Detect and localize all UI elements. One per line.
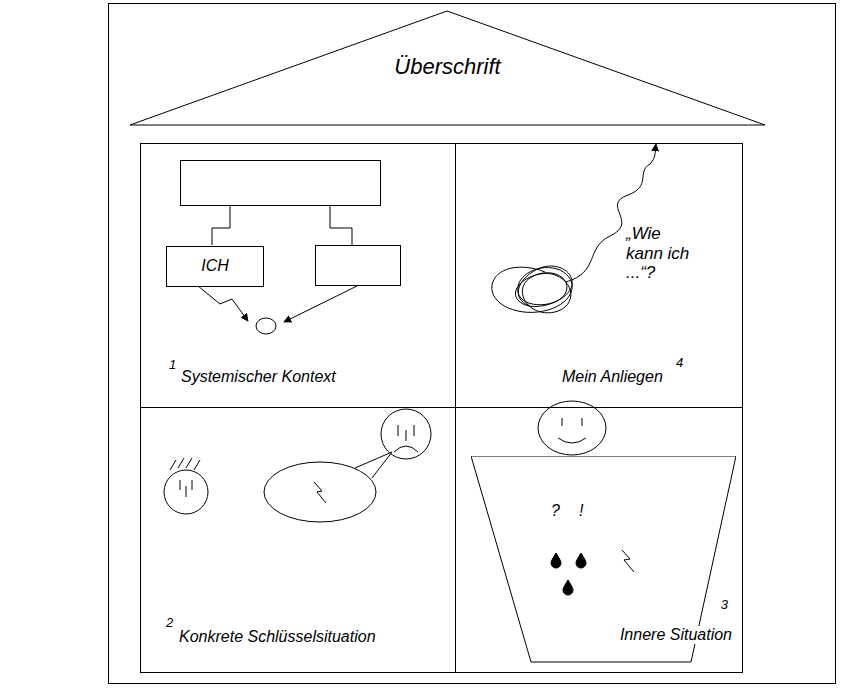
face-features: [558, 418, 586, 443]
inner-figure: [538, 401, 634, 595]
box-label: ICH: [201, 257, 229, 275]
drop: [551, 553, 561, 568]
drop: [563, 580, 573, 595]
outer-frame: [109, 4, 836, 684]
callout-number: 3: [719, 598, 730, 613]
head: [538, 401, 606, 455]
scribble: [492, 266, 572, 313]
sad-face: [381, 409, 431, 459]
key-situation-figure: [164, 409, 431, 522]
quadrant-label: Konkrete Schlüsselsituation: [179, 628, 376, 646]
callout-number: 1: [169, 358, 176, 373]
quadrant-box: „Wie kann ich ...“? Mein Anliegen 4: [455, 143, 743, 408]
roof-triangle-shape: [130, 11, 765, 125]
roof-triangle: Überschrift: [130, 10, 765, 126]
callout-number: 2: [166, 616, 173, 631]
quadrant-label: Innere Situation: [618, 626, 734, 644]
top-box: [181, 161, 381, 206]
quadrant-label: Systemischer Kontext: [181, 368, 336, 386]
lightning-symbol: [314, 482, 326, 503]
heading-text: Überschrift: [394, 54, 500, 79]
lightning-symbol: [622, 550, 634, 572]
org-chart: [181, 161, 401, 335]
hair-lines: [170, 458, 200, 470]
body-trapezoid-shape: [471, 456, 736, 662]
arrow-line: [198, 286, 248, 321]
speech-bubble: [264, 462, 376, 522]
symbol-text: ?: [551, 502, 560, 520]
face-features: [394, 425, 418, 452]
question-text: „Wie kann ich ...“?: [626, 224, 692, 283]
org-line: [212, 205, 230, 245]
right-box: [316, 246, 401, 286]
face-features: [180, 480, 192, 497]
quadrant-box: 3Innere Situation?!: [455, 407, 743, 673]
small-circle: [256, 318, 276, 334]
drop: [576, 553, 586, 568]
arrow-line: [284, 286, 357, 322]
quadrant-label: Mein Anliegen: [562, 368, 663, 386]
quadrant-box: 1Systemischer Kontext ICH: [140, 143, 456, 408]
quadrant-box: 2Konkrete Schlüsselsituation: [140, 407, 456, 673]
face: [164, 470, 208, 514]
symbol-text: !: [579, 502, 583, 520]
callout-number: 4: [676, 356, 683, 371]
org-line: [330, 205, 352, 245]
bubble-join: [360, 464, 376, 470]
self-box: ICH: [166, 246, 264, 287]
